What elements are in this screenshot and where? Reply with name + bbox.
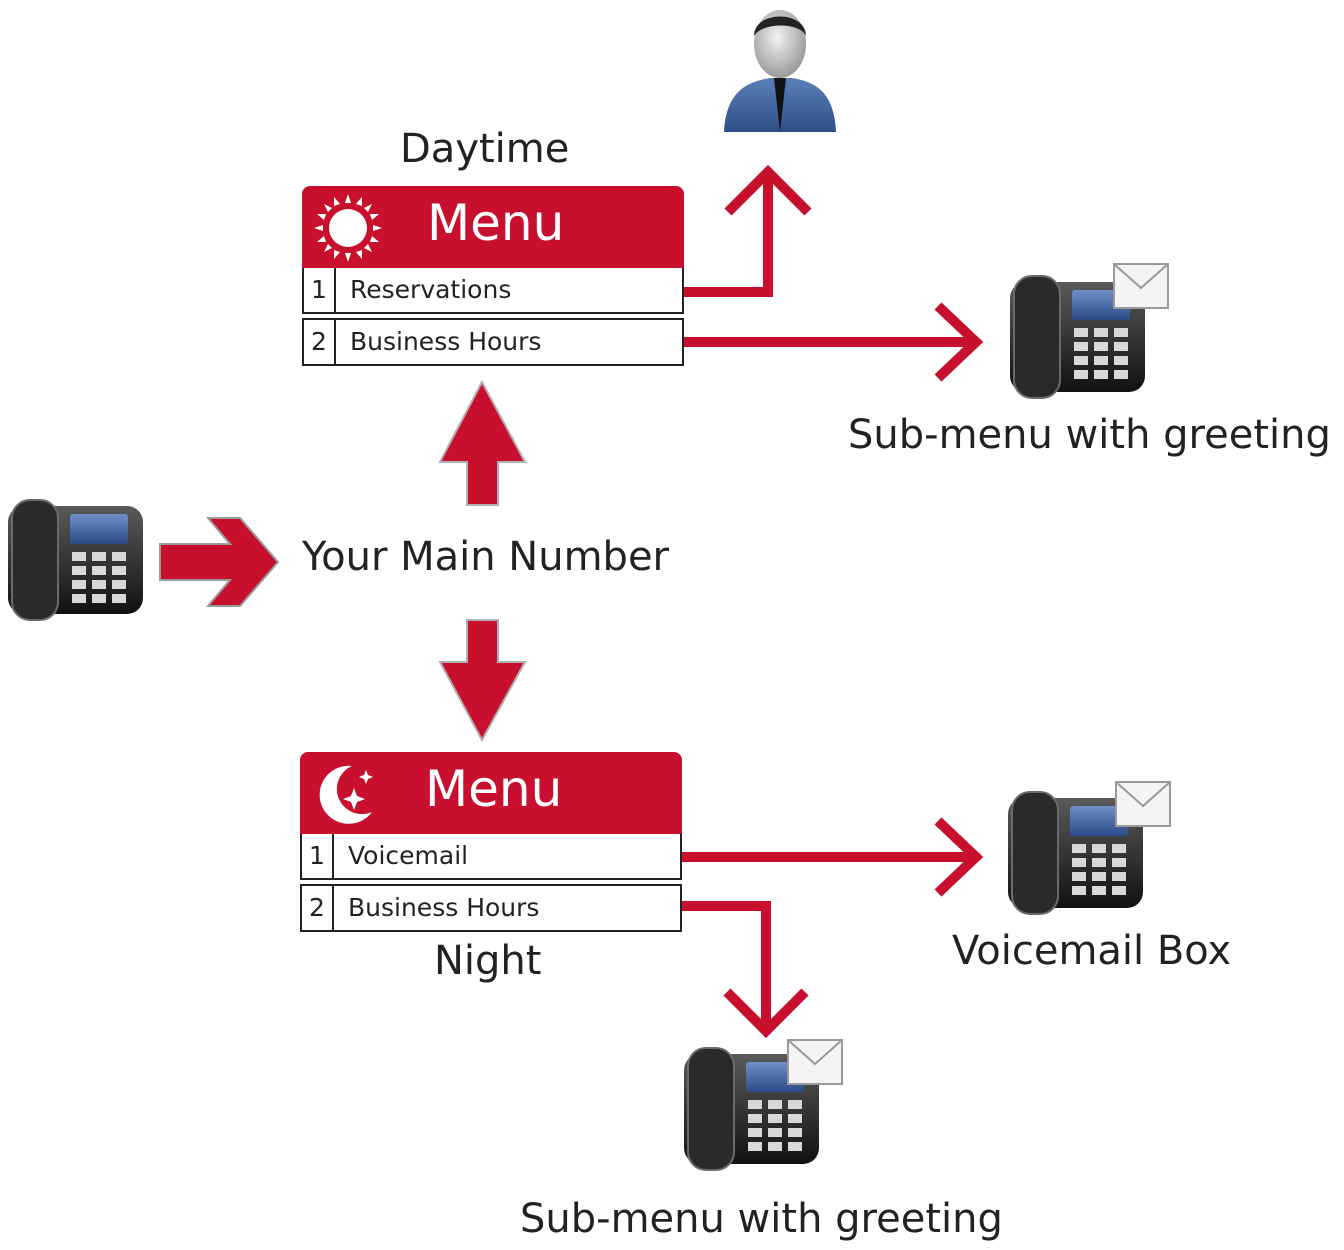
night-menu-header: Menu — [300, 752, 682, 834]
day-submenu-phone-icon — [1010, 263, 1169, 399]
night-submenu-phone-icon — [684, 1039, 843, 1171]
option-label: Voicemail — [348, 841, 469, 870]
daytime-menu-header: Menu — [302, 186, 684, 268]
envelope-icon — [787, 1039, 843, 1085]
daytime-menu: Menu 1 Reservations 2 Business Hours — [302, 186, 684, 366]
option-number: 2 — [302, 886, 334, 930]
voicemail-connector — [680, 817, 984, 897]
caller-phone-icon — [8, 499, 143, 621]
daytime-option-2: 2 Business Hours — [302, 318, 684, 366]
option-number: 2 — [304, 320, 336, 364]
moon-icon — [319, 765, 373, 824]
daytime-menu-title: Menu — [427, 194, 565, 252]
incoming-arrow — [159, 517, 280, 607]
option-label: Business Hours — [348, 893, 540, 922]
option-label: Business Hours — [350, 327, 542, 356]
reservations-connector — [682, 164, 812, 297]
night-option-2: 2 Business Hours — [300, 884, 682, 932]
up-arrow — [438, 379, 527, 506]
option-number: 1 — [304, 268, 336, 312]
daytime-caption: Daytime — [400, 126, 570, 172]
night-caption: Night — [434, 938, 542, 984]
voicemail-box-phone-icon — [1008, 781, 1171, 915]
option-label: Reservations — [350, 275, 512, 304]
day-submenu-label: Sub-menu with greeting — [848, 412, 1331, 458]
down-arrow — [438, 619, 527, 743]
envelope-icon — [1113, 263, 1169, 309]
day-business-hours-connector — [682, 302, 984, 382]
sun-icon — [314, 194, 382, 262]
night-menu-title: Menu — [425, 760, 563, 818]
envelope-icon — [1115, 781, 1171, 827]
agent-person-icon — [724, 10, 836, 132]
option-number: 1 — [302, 834, 334, 878]
voicemail-box-label: Voicemail Box — [952, 928, 1232, 974]
night-business-hours-connector — [680, 901, 809, 1039]
daytime-option-1: 1 Reservations — [302, 268, 684, 314]
night-menu: Menu 1 Voicemail 2 Business Hours — [300, 752, 682, 932]
night-submenu-label: Sub-menu with greeting — [520, 1196, 1003, 1242]
night-option-1: 1 Voicemail — [300, 834, 682, 880]
main-number-label: Your Main Number — [302, 534, 669, 580]
